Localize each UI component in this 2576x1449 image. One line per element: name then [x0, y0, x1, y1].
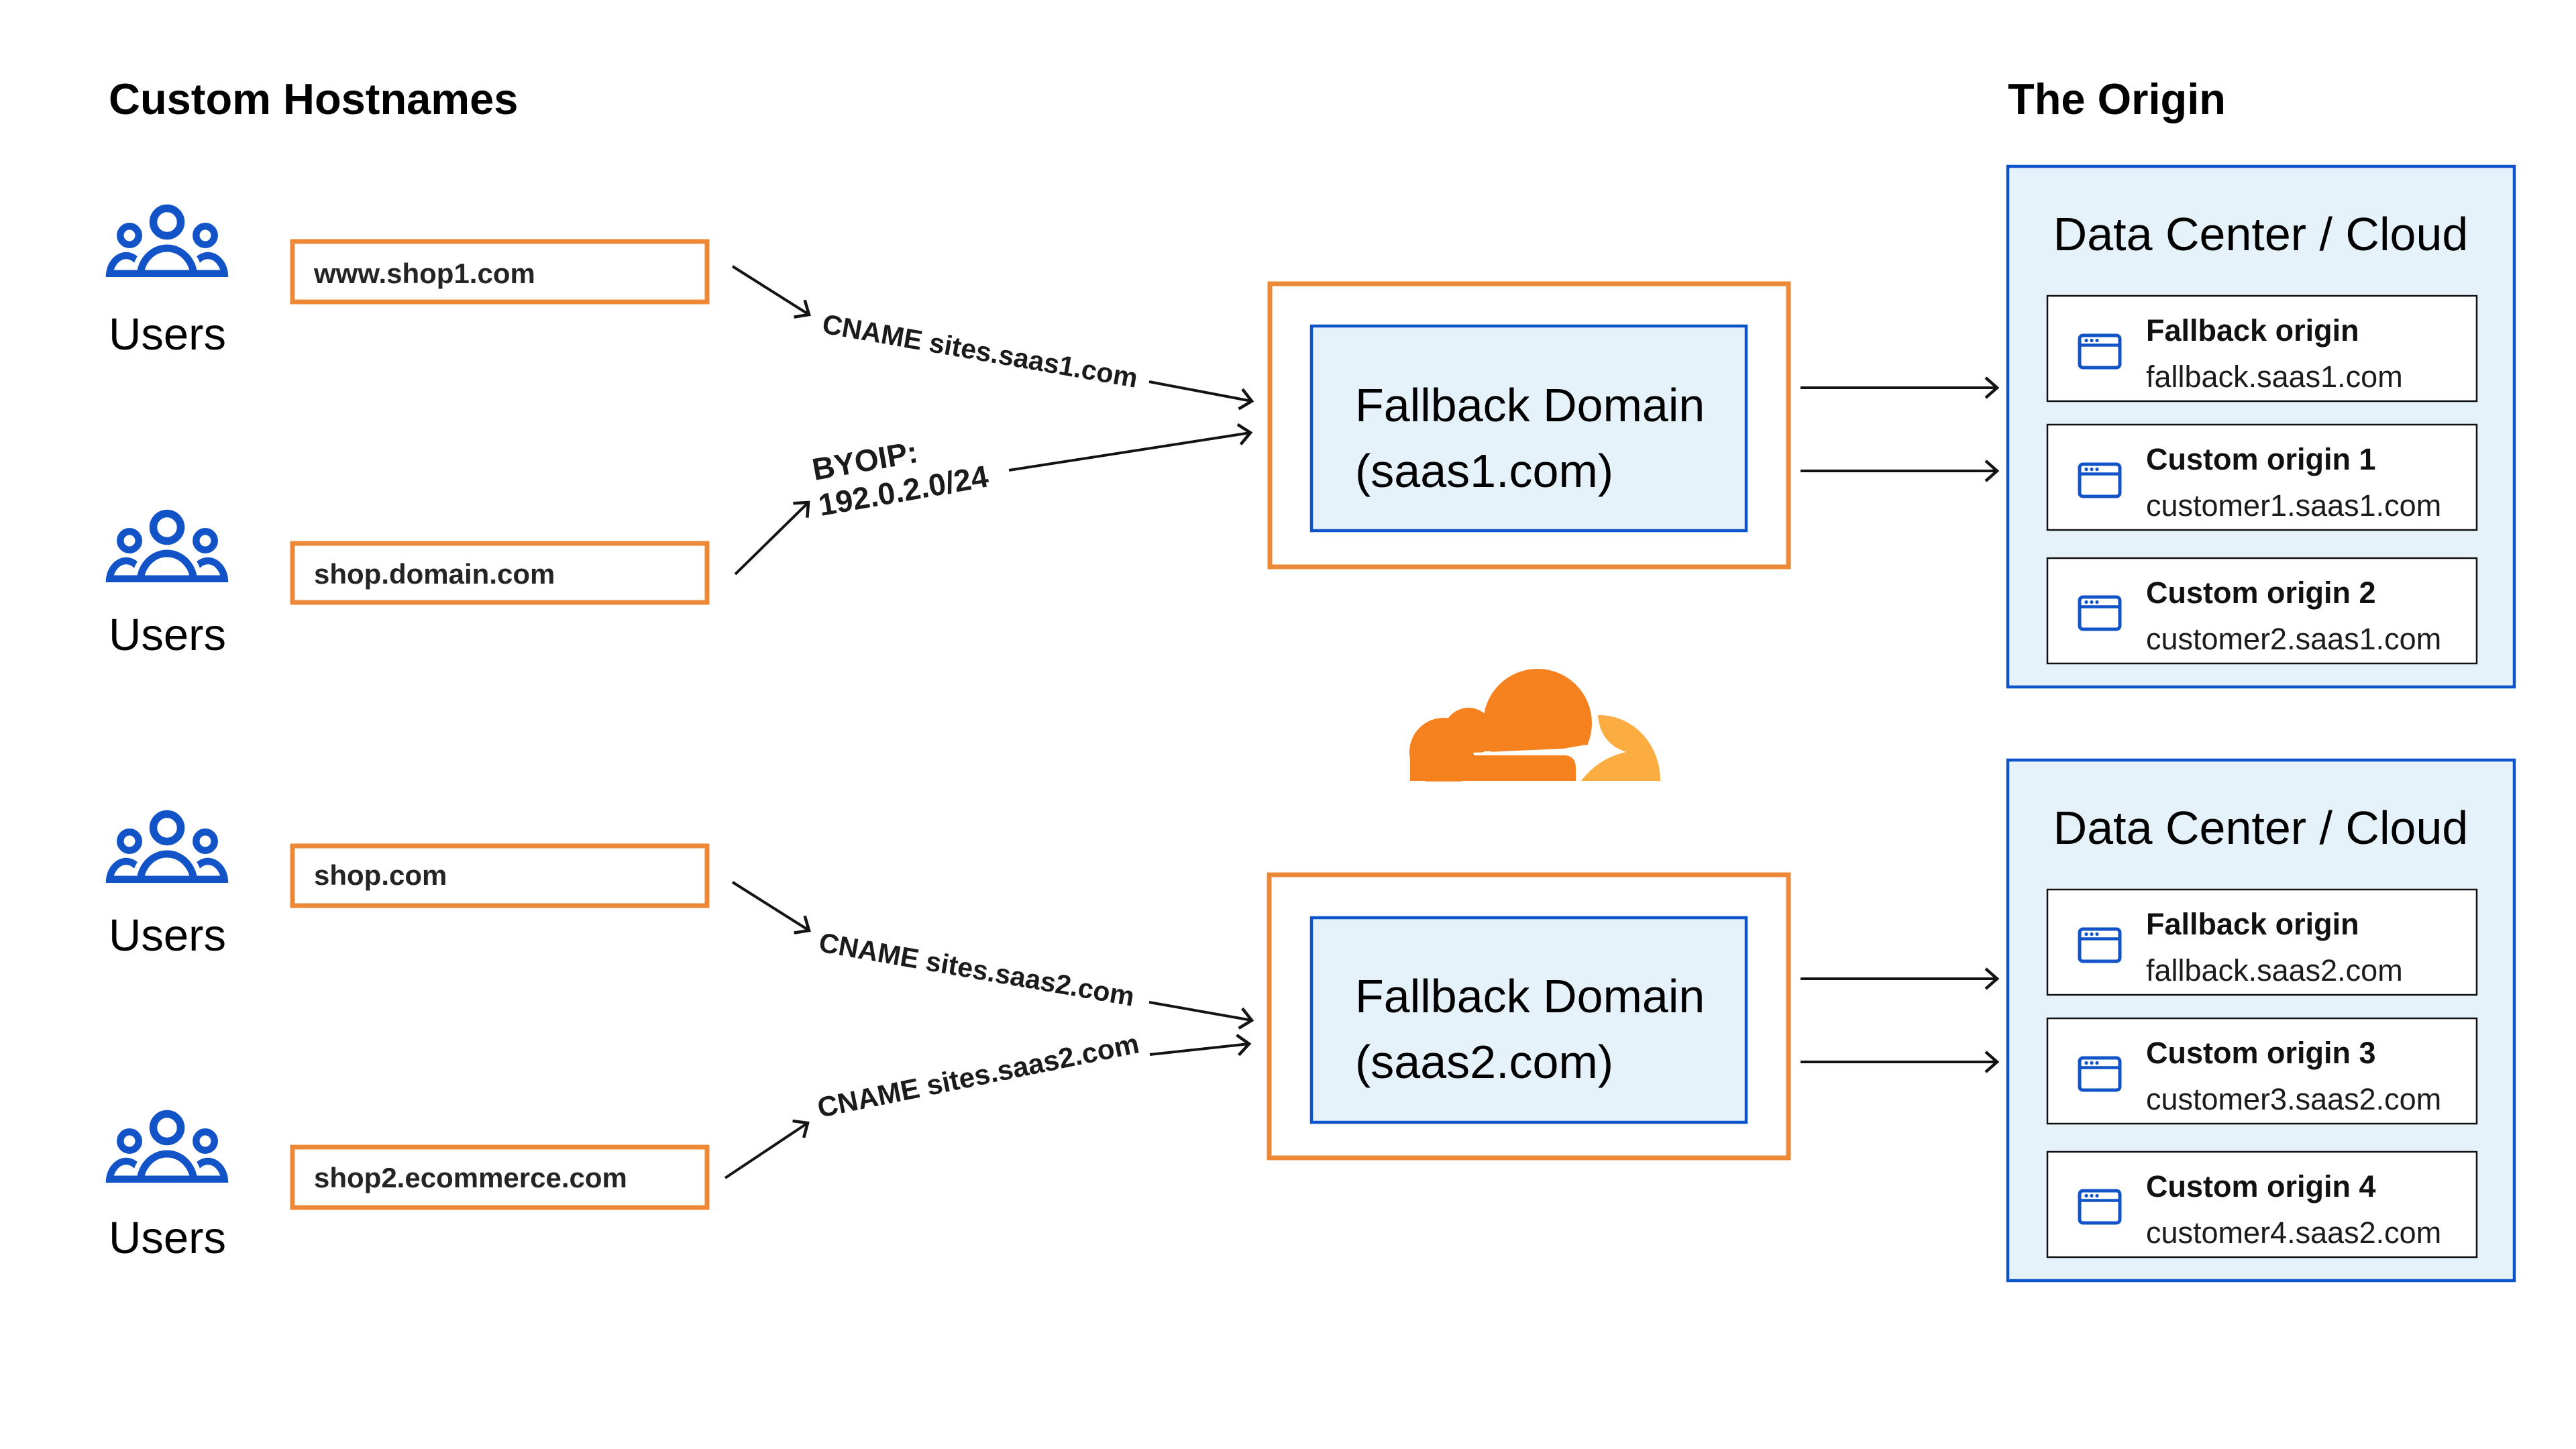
svg-text:Users: Users — [109, 910, 226, 961]
svg-text:Custom origin 1: Custom origin 1 — [2146, 442, 2376, 476]
svg-text:Custom origin 3: Custom origin 3 — [2146, 1036, 2376, 1070]
svg-text:(saas1.com): (saas1.com) — [1355, 445, 1613, 497]
svg-text:fallback.saas1.com: fallback.saas1.com — [2146, 360, 2403, 394]
svg-text:customer1.saas1.com: customer1.saas1.com — [2146, 488, 2441, 523]
svg-text:customer3.saas2.com: customer3.saas2.com — [2146, 1082, 2441, 1116]
svg-text:Data Center / Cloud: Data Center / Cloud — [2053, 208, 2469, 260]
svg-text:customer4.saas2.com: customer4.saas2.com — [2146, 1216, 2441, 1250]
svg-text:Data Center / Cloud: Data Center / Cloud — [2053, 802, 2469, 854]
svg-text:fallback.saas2.com: fallback.saas2.com — [2146, 953, 2403, 987]
svg-text:Fallback origin: Fallback origin — [2146, 907, 2359, 941]
svg-text:Custom origin 4: Custom origin 4 — [2146, 1169, 2376, 1203]
svg-text:Fallback origin: Fallback origin — [2146, 313, 2359, 347]
svg-text:(saas2.com): (saas2.com) — [1355, 1036, 1613, 1088]
svg-text:The Origin: The Origin — [2008, 74, 2226, 123]
svg-text:Fallback Domain: Fallback Domain — [1355, 379, 1705, 431]
svg-text:Fallback Domain: Fallback Domain — [1355, 970, 1705, 1022]
svg-text:Users: Users — [109, 309, 226, 360]
svg-text:customer2.saas1.com: customer2.saas1.com — [2146, 622, 2441, 656]
svg-text:shop2.ecommerce.com: shop2.ecommerce.com — [314, 1162, 627, 1193]
svg-text:Users: Users — [109, 1213, 226, 1263]
svg-text:shop.com: shop.com — [314, 859, 447, 891]
svg-text:shop.domain.com: shop.domain.com — [314, 558, 555, 590]
svg-text:Custom Hostnames: Custom Hostnames — [109, 74, 518, 123]
svg-text:Custom origin 2: Custom origin 2 — [2146, 576, 2376, 610]
svg-text:www.shop1.com: www.shop1.com — [313, 258, 535, 289]
svg-text:Users: Users — [109, 610, 226, 660]
